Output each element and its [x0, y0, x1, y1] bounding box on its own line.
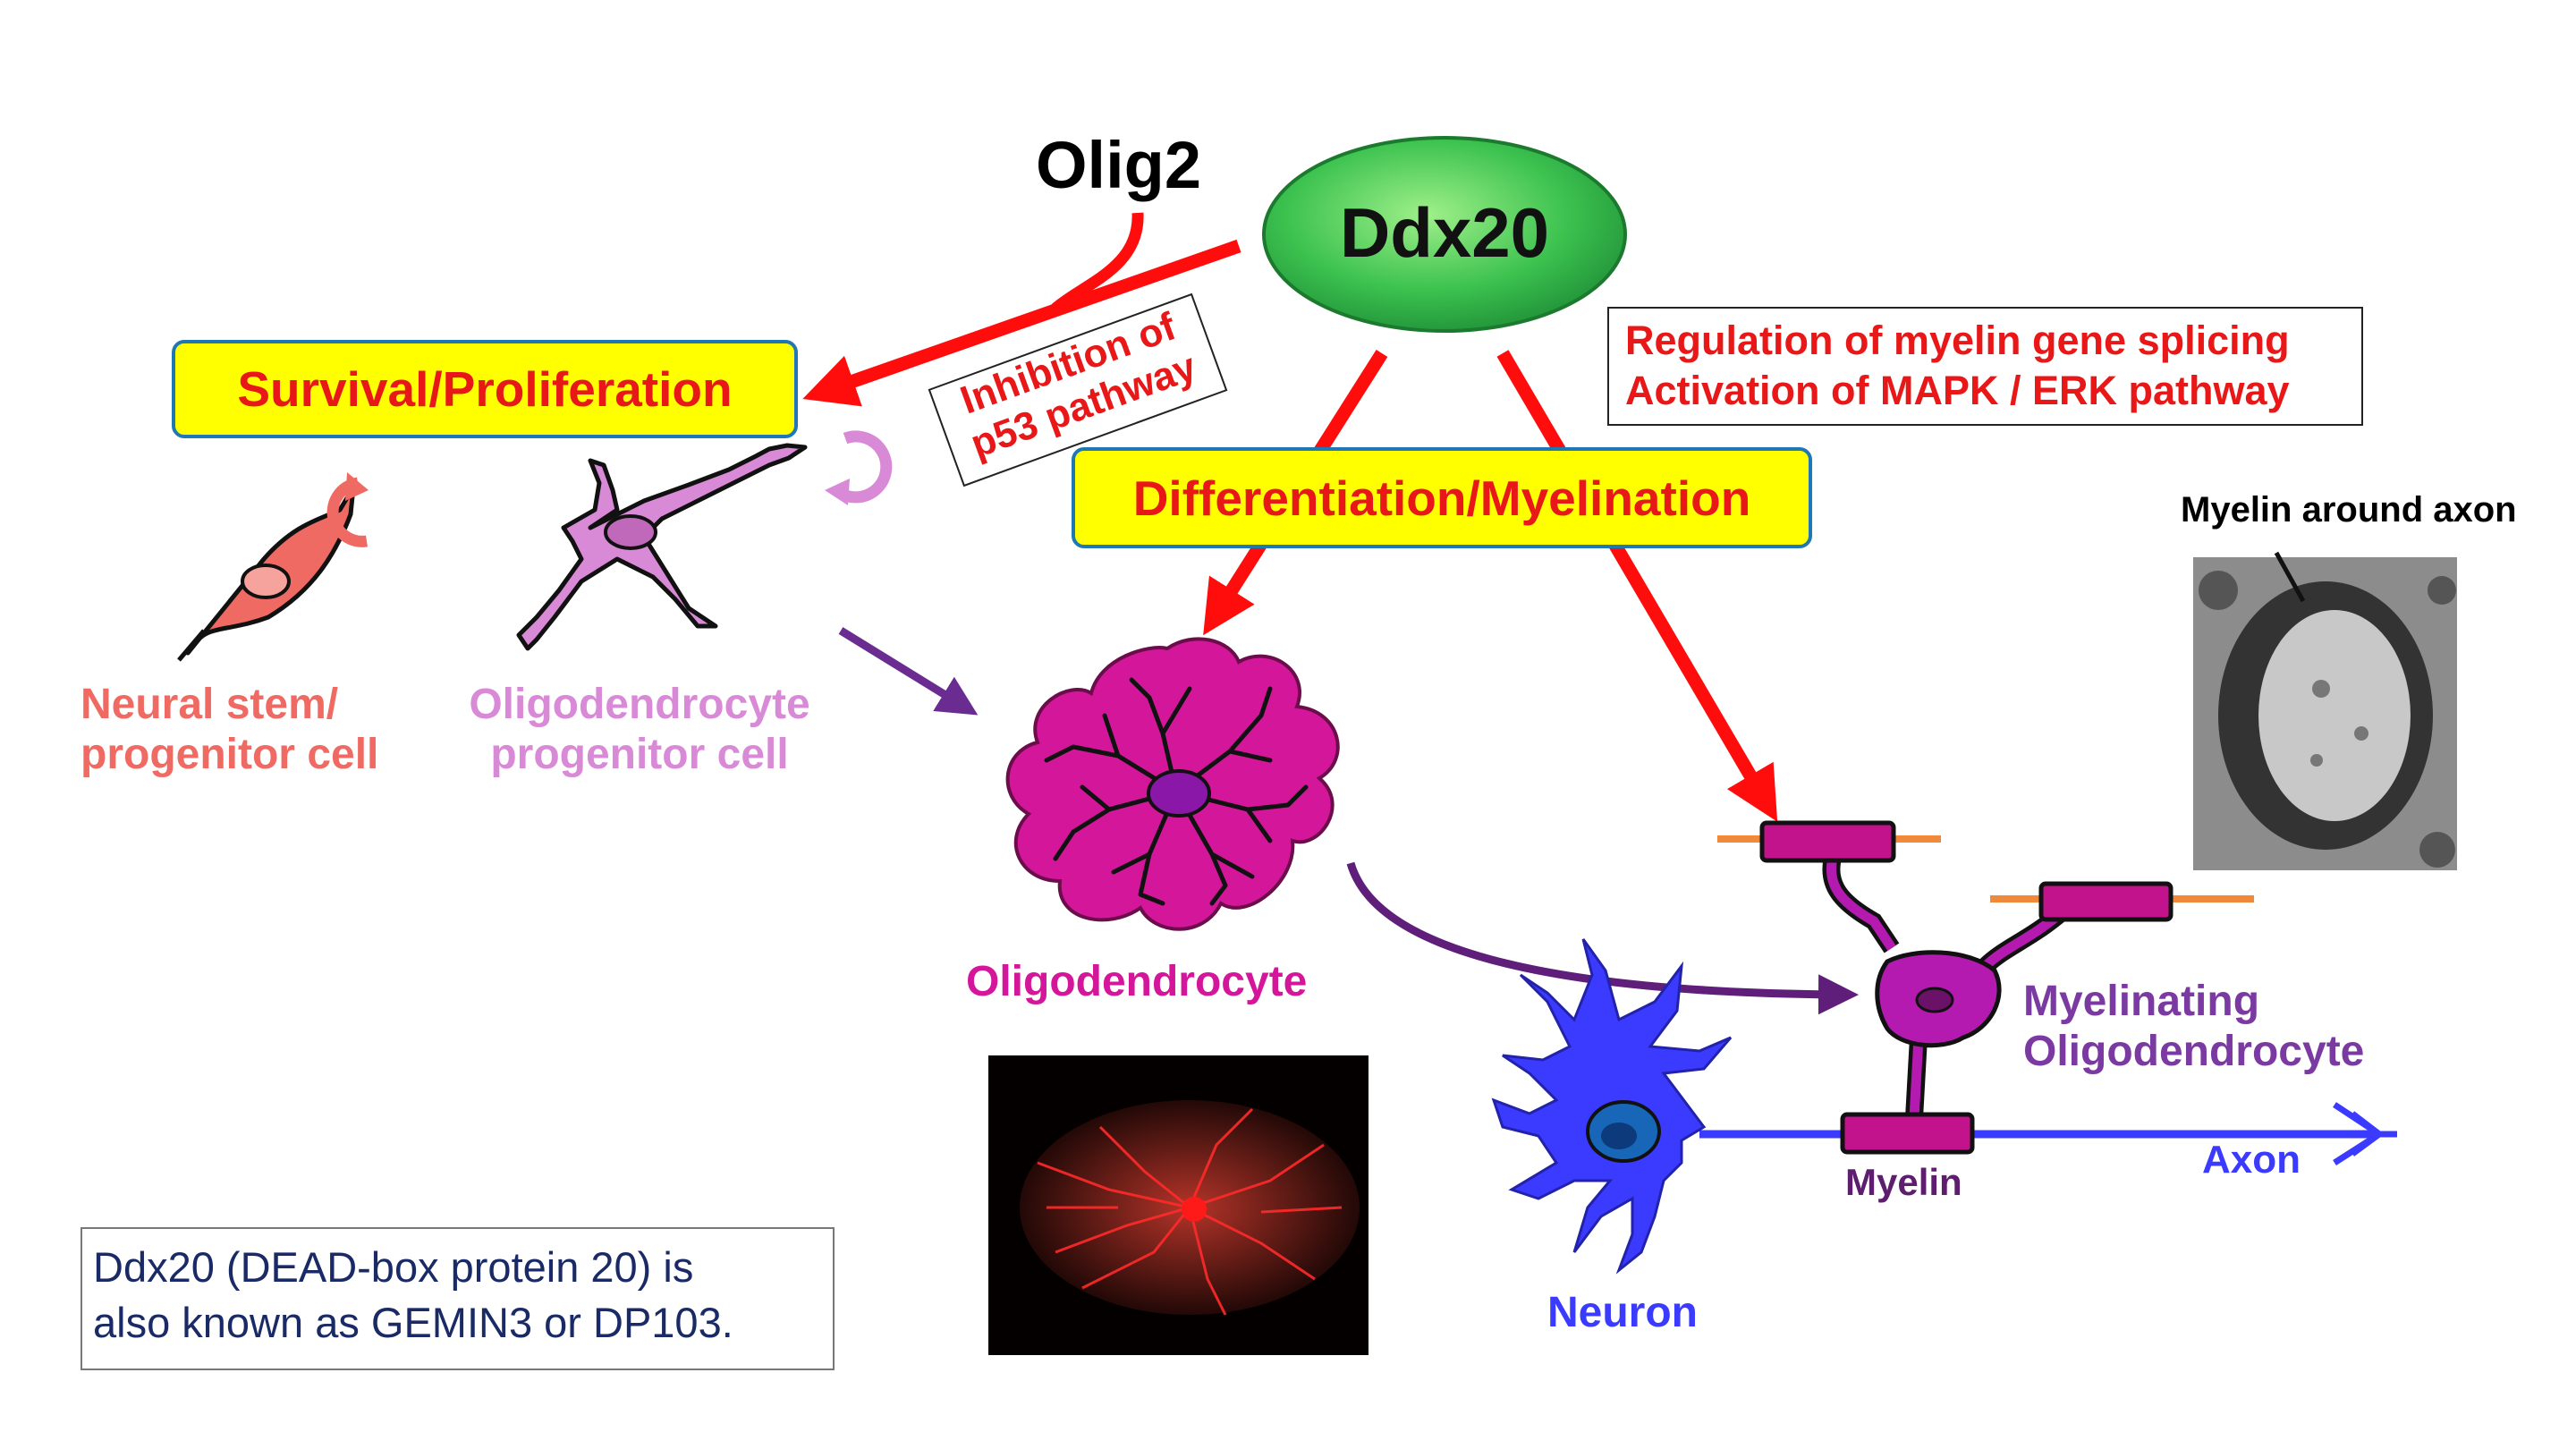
myelinating-label-line-2: Oligodendrocyte	[2023, 1028, 2365, 1075]
nsc-label-line-2: progenitor cell	[80, 731, 379, 778]
micrograph-pointer-line	[2274, 551, 2306, 603]
arrow-opc-to-oligodendrocyte	[838, 627, 979, 716]
myelinating-oligodendrocyte-icon	[1717, 820, 2254, 1119]
olig2-label: Olig2	[1036, 128, 1202, 202]
regulation-line-2: Activation of MAPK / ERK pathway	[1625, 368, 2290, 413]
neural-stem-cell-icon	[177, 485, 356, 662]
myelin-around-axon-label: Myelin around axon	[2181, 490, 2517, 530]
opc-self-renewal-icon	[832, 430, 893, 504]
myelinating-label: Myelinating Oligodendrocyte	[2023, 977, 2364, 1077]
differentiation-myelination-label: Differentiation/Myelination	[1132, 470, 1751, 526]
ddx20-ellipse	[1262, 136, 1627, 333]
myelinating-label-line-1: Myelinating	[2023, 978, 2260, 1025]
survival-proliferation-box: Survival/Proliferation	[172, 340, 798, 438]
myelin-electron-micrograph	[2193, 557, 2457, 870]
survival-proliferation-label: Survival/Proliferation	[237, 361, 733, 417]
myelin-label: Myelin	[1845, 1161, 1962, 1203]
nsc-label-line-1: Neural stem/	[80, 681, 339, 728]
regulation-box: Regulation of myelin gene splicing Activ…	[1607, 307, 2363, 426]
arrow-ddx20-to-survival	[802, 239, 1241, 407]
oligodendrocyte-cell-icon	[1005, 637, 1340, 931]
neuron-label: Neuron	[1547, 1289, 1698, 1336]
axon-label: Axon	[2202, 1138, 2301, 1182]
note-line-1: Ddx20 (DEAD-box protein 20) is	[93, 1243, 694, 1291]
oligodendrocyte-micrograph	[988, 1055, 1368, 1355]
opc-label-line-1: Oligodendrocyte	[469, 681, 810, 728]
ddx20-label: Ddx20	[1339, 193, 1550, 272]
opc-label-line-2: progenitor cell	[490, 731, 789, 778]
ddx20-note-box: Ddx20 (DEAD-box protein 20) is also know…	[80, 1227, 835, 1370]
opc-cell-icon	[516, 443, 808, 651]
arrow-oligodendrocyte-to-myelinating	[1346, 861, 1859, 1015]
oligodendrocyte-label: Oligodendrocyte	[966, 958, 1308, 1005]
differentiation-myelination-box: Differentiation/Myelination	[1072, 447, 1812, 548]
arrow-ddx20-to-myelinating	[1496, 350, 1778, 822]
neuron-icon	[1491, 938, 2397, 1275]
nsc-label: Neural stem/ progenitor cell	[80, 680, 378, 780]
regulation-line-1: Regulation of myelin gene splicing	[1625, 318, 2290, 363]
opc-label: Oligodendrocyte progenitor cell	[438, 680, 841, 780]
note-line-2: also known as GEMIN3 or DP103.	[93, 1299, 733, 1346]
